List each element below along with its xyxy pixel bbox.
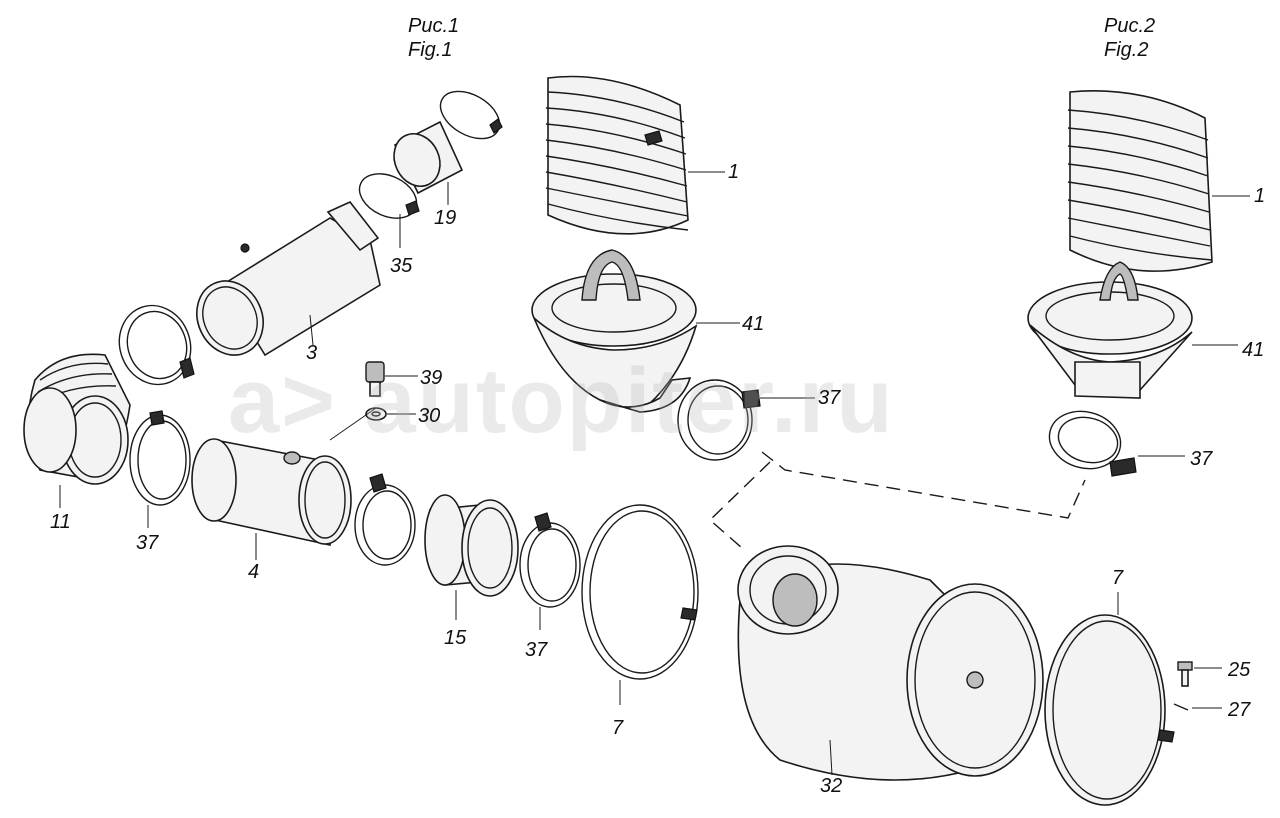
callout-7: 7 [612, 717, 624, 739]
figure-2-title-en: Fig.2 [1104, 39, 1149, 61]
figure-2-title-ru: Рис.2 [1104, 15, 1156, 37]
part-35-clamp [358, 173, 420, 248]
watermark-text: a> autopiter.ru [228, 355, 895, 447]
part-27-pin [1173, 703, 1222, 711]
callout-35: 35 [390, 255, 413, 277]
callout-11: 11 [50, 511, 71, 533]
callout-39: 39 [420, 367, 443, 389]
callout-1-fig1: 1 [728, 161, 740, 183]
assembly-dash-line-2 [708, 461, 771, 549]
callout-37-fig1-top: 37 [818, 387, 841, 409]
callout-41-fig1: 41 [742, 313, 765, 335]
part-37-clamp-left [129, 410, 191, 528]
part-41-adapter-fig2 [1027, 261, 1238, 399]
callout-4: 4 [248, 561, 260, 583]
figure-1-title-ru: Рис.1 [408, 15, 460, 37]
part-4-cylinder [191, 438, 352, 560]
callout-32: 32 [820, 775, 843, 797]
part-39-sensor [365, 361, 418, 397]
part-1-bellows-fig1 [545, 75, 725, 235]
clamp-near-part-3 [118, 304, 195, 386]
part-7-band-right [1044, 592, 1175, 806]
watermark-logo: a> [228, 350, 337, 452]
part-37-clamp-fig2 [1048, 410, 1185, 477]
part-3-reducer-pipe [196, 201, 381, 357]
callout-30: 30 [418, 405, 441, 427]
callout-25: 25 [1228, 659, 1251, 681]
figure-1-title-en: Fig.1 [408, 39, 453, 61]
part-37-clamp-mid [519, 512, 581, 630]
callout-37-mid: 37 [525, 639, 548, 661]
figure-2-title: Рис.2 Fig.2 [1104, 14, 1155, 62]
figure-1-title: Рис.1 Fig.1 [408, 14, 459, 62]
callout-37-fig2: 37 [1190, 448, 1213, 470]
watermark-domain: autopiter.ru [364, 350, 895, 452]
part-15-sleeve [424, 494, 519, 620]
assembly-dash-line [761, 451, 1086, 519]
callout-15: 15 [444, 627, 467, 649]
callout-19: 19 [434, 207, 457, 229]
part-30-washer [329, 407, 416, 441]
callout-3: 3 [306, 342, 318, 364]
part-19-short-hose [393, 90, 503, 205]
callout-27: 27 [1228, 699, 1251, 721]
callout-7-right: 7 [1112, 567, 1124, 589]
part-7-band-left [581, 504, 699, 705]
callout-1-fig2: 1 [1254, 185, 1266, 207]
part-11-elbow-hose [23, 353, 131, 508]
clamp-between-4-and-15 [354, 473, 416, 566]
part-41-adapter-fig1 [531, 249, 740, 413]
part-32-air-cleaner-housing [737, 545, 1044, 781]
part-37-clamp-fig1-top [677, 379, 815, 461]
callout-37-left: 37 [136, 532, 159, 554]
part-1-bellows-fig2 [1067, 89, 1250, 272]
part-25-bolt [1177, 661, 1222, 687]
callout-41-fig2: 41 [1242, 339, 1265, 361]
